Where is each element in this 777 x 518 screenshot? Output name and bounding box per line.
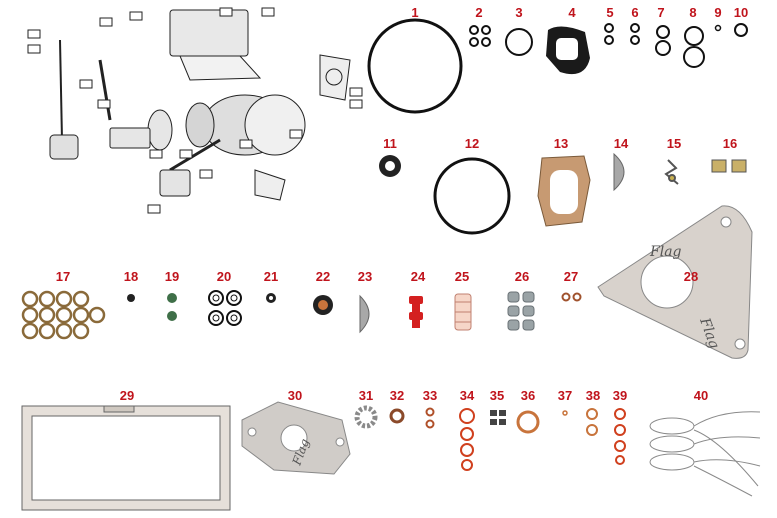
part-number-label-35: 35 — [489, 388, 505, 403]
part-17-copper-washer-set — [21, 290, 106, 340]
part-number-label-28: 28 — [683, 269, 699, 284]
part-number-label-20: 20 — [216, 269, 232, 284]
part-12-large-o-ring — [433, 157, 511, 235]
part-27-copper-washer-pair — [561, 292, 582, 302]
part-number-label-10: 10 — [733, 5, 749, 20]
part-number-label-5: 5 — [606, 5, 614, 20]
part-number-label-29: 29 — [119, 388, 135, 403]
part-number-label-24: 24 — [410, 269, 426, 284]
part-18-small-seal — [127, 294, 135, 302]
part-number-label-39: 39 — [612, 388, 628, 403]
part-22-oil-seal — [313, 295, 333, 315]
part-11-oil-seal — [379, 155, 401, 177]
part-number-label-30: 30 — [287, 388, 303, 403]
part-number-label-9: 9 — [714, 5, 722, 20]
part-10-o-ring — [734, 23, 748, 37]
part-13-paper-gasket — [537, 155, 591, 227]
part-26-grommet-set — [507, 291, 535, 331]
part-number-label-21: 21 — [263, 269, 279, 284]
part-number-label-37: 37 — [557, 388, 573, 403]
part-30-flag-gasket: Flag — [241, 401, 351, 475]
part-31-lock-washer — [354, 405, 378, 429]
part-24-red-plug-pair — [409, 296, 423, 328]
pump-exploded-view-drawing — [27, 7, 363, 214]
part-5-small-o-ring-pair — [604, 23, 614, 45]
part-15-spring-clip — [664, 159, 679, 185]
gasket-brand-text: Flag — [649, 244, 682, 260]
part-3-o-ring — [505, 28, 533, 56]
part-number-label-34: 34 — [459, 388, 475, 403]
part-number-label-11: 11 — [383, 136, 397, 151]
part-number-label-19: 19 — [164, 269, 180, 284]
part-16-clip-pair — [711, 159, 747, 173]
part-20-star-washer-set — [208, 290, 242, 326]
part-number-label-38: 38 — [585, 388, 601, 403]
part-number-label-17: 17 — [55, 269, 71, 284]
part-39-copper-o-ring-set — [614, 408, 626, 465]
part-6-small-o-ring-pair — [630, 23, 640, 45]
part-25-filter — [454, 293, 472, 331]
part-35-block-seal-set — [490, 410, 506, 425]
part-number-label-1: 1 — [411, 5, 419, 20]
part-number-label-12: 12 — [464, 136, 480, 151]
part-1-large-o-ring — [367, 18, 463, 114]
part-33-small-copper-washer-pair — [425, 407, 435, 429]
part-number-label-7: 7 — [657, 5, 665, 20]
part-9-tiny-ring — [714, 24, 722, 32]
part-number-label-40: 40 — [693, 388, 709, 403]
part-number-label-3: 3 — [515, 5, 523, 20]
part-number-label-31: 31 — [358, 388, 374, 403]
part-number-label-25: 25 — [454, 269, 470, 284]
part-40-wire-seal-set — [649, 411, 761, 497]
part-number-label-33: 33 — [422, 388, 438, 403]
part-number-label-36: 36 — [520, 388, 536, 403]
part-number-label-22: 22 — [315, 269, 331, 284]
part-4-black-gasket — [546, 26, 590, 75]
part-34-copper-o-ring-set — [459, 408, 475, 471]
part-number-label-27: 27 — [563, 269, 579, 284]
part-number-label-18: 18 — [123, 269, 139, 284]
part-number-label-8: 8 — [689, 5, 697, 20]
part-37-tiny-ring — [562, 410, 568, 416]
part-7-o-ring-pair — [655, 25, 671, 56]
part-number-label-16: 16 — [722, 136, 738, 151]
part-19-green-seal-pair — [167, 293, 177, 321]
part-2-small-o-ring-set — [469, 25, 491, 47]
part-number-label-15: 15 — [666, 136, 682, 151]
part-number-label-6: 6 — [631, 5, 639, 20]
part-number-label-4: 4 — [568, 5, 576, 20]
part-number-label-32: 32 — [389, 388, 405, 403]
part-28-triangular-gasket: Flag Flag — [597, 205, 753, 359]
part-number-label-2: 2 — [475, 5, 483, 20]
part-32-copper-washer — [389, 408, 405, 424]
part-29-rectangular-gasket — [21, 405, 231, 511]
part-number-label-26: 26 — [514, 269, 530, 284]
part-number-label-14: 14 — [613, 136, 629, 151]
part-21-small-seal — [266, 293, 276, 303]
part-number-label-23: 23 — [357, 269, 373, 284]
part-number-label-13: 13 — [553, 136, 569, 151]
part-14-woodruff-key — [613, 152, 625, 192]
part-38-copper-washer-pair — [586, 408, 598, 436]
part-36-copper-ring — [516, 410, 540, 434]
part-23-woodruff-key — [359, 294, 370, 334]
part-8-o-ring-pair — [683, 26, 705, 68]
